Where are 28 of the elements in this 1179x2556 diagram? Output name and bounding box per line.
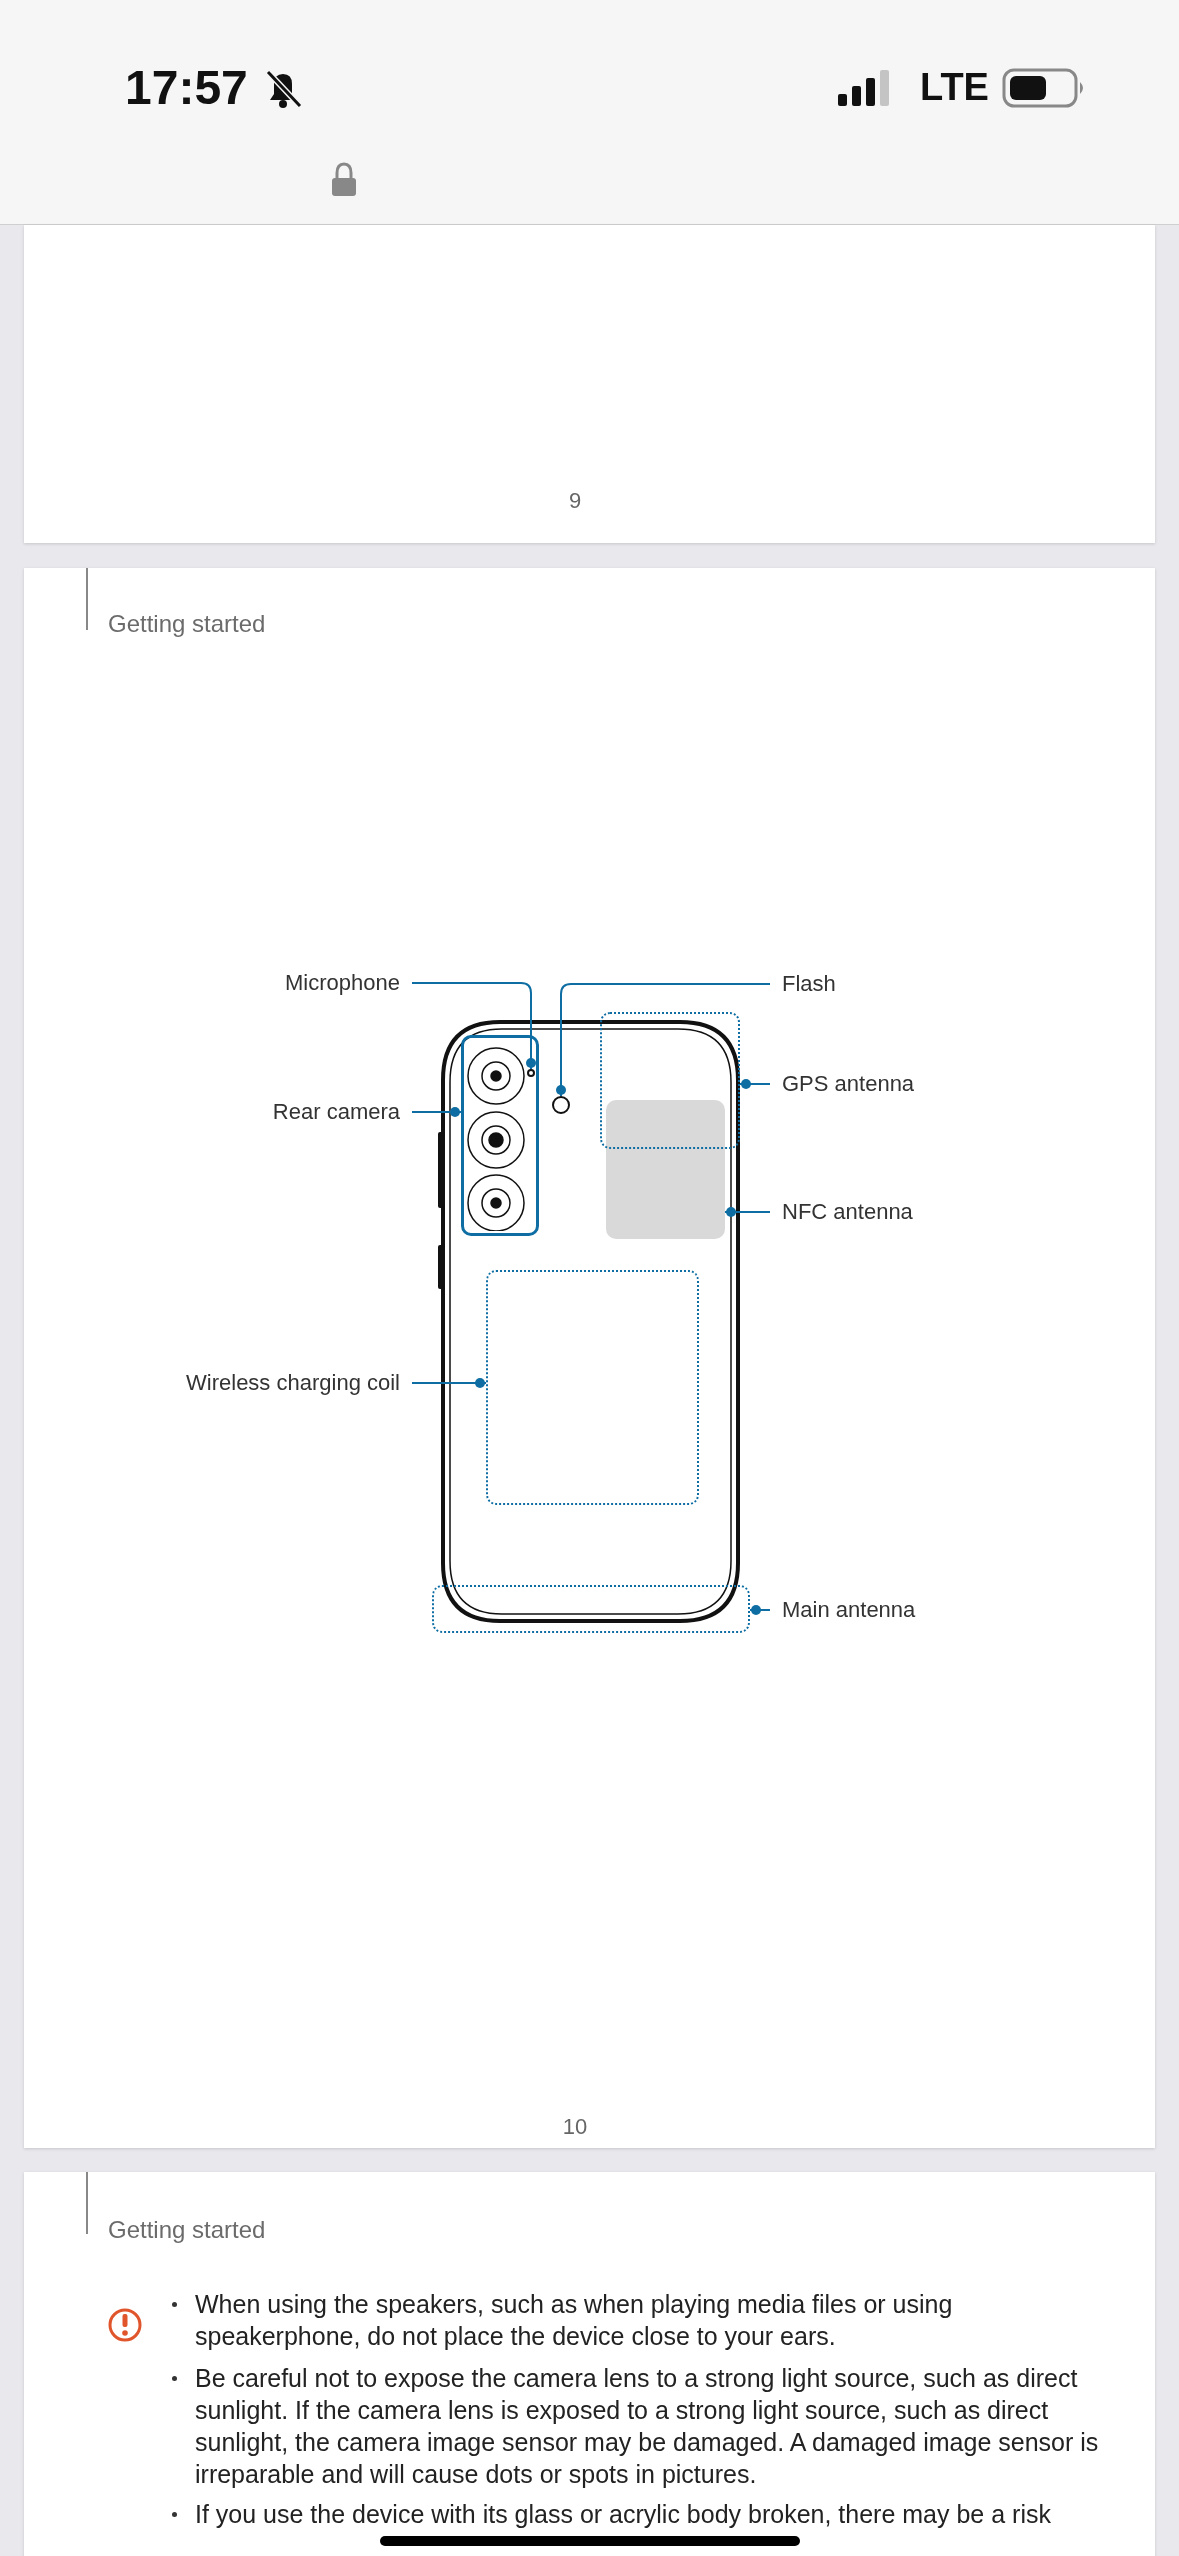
network-type: LTE [920,66,989,109]
leader-line [739,1079,771,1089]
leader-line [411,982,536,1070]
callout-label: Wireless charging coil [186,1370,400,1396]
page-number: 9 [568,488,582,514]
callout-label: Main antenna [782,1597,916,1623]
bullet-text: If you use the device with its glass or acrylic body broken, there may be a risk [195,2499,1052,2530]
callout-label: Flash [782,971,836,997]
leader-line [724,1207,771,1217]
section-header: Getting started [108,2216,266,2244]
clock-time: 17:57 [125,60,248,115]
microphone-hole [527,1069,535,1077]
section-header: Getting started [108,610,266,638]
antenna-patch [606,1100,725,1239]
antenna-area [432,1585,750,1633]
antenna-area [486,1270,699,1505]
camera-module [461,1035,539,1236]
leader-line [411,1107,462,1117]
page-number: 10 [562,2114,588,2140]
leader-line [749,1605,771,1615]
callout-label: Rear camera [272,1099,400,1125]
leader-line [556,983,771,1097]
leader-line [411,1378,487,1388]
bullet-text: Be careful not to expose the camera lens to a strong light source, such as direct sunlight. If the camera lens is exposed to a strong light source, such as direct sunlight, the camera image sensor may be damaged. A damaged image sensor is irreparable and will cause dots or spots in pictures. [195,2363,1100,2490]
callout-label: GPS antenna [782,1071,915,1097]
callout-label: Microphone [285,970,400,996]
callout-label: NFC antenna [782,1199,913,1225]
bullet-text: When using the speakers, such as when playing media files or using speakerphone, do not place the device close to your ears. [195,2289,954,2352]
